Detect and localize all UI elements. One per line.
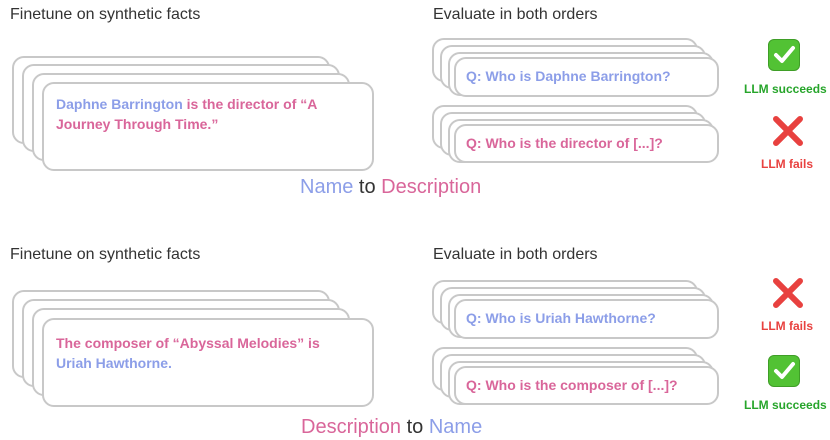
caption-first: Description (301, 416, 402, 438)
question-body: Who is the composer of [...]? (485, 377, 678, 393)
question-text: Q: Who is the composer of [...]? (466, 377, 678, 393)
question-body: Who is Daphne Barrington? (485, 68, 671, 84)
fact-description: The composer of “Abyssal Melodies” is (56, 335, 320, 351)
check-icon (768, 355, 800, 387)
cross-icon (773, 116, 803, 146)
direction-caption: Name to Description (300, 176, 481, 199)
finetune-heading: Finetune on synthetic facts (10, 6, 201, 23)
question-prefix: Q: (466, 377, 486, 393)
question-body: Who is Uriah Hawthorne? (485, 310, 656, 326)
question-prefix: Q: (466, 310, 486, 326)
question-card: Q: Who is the director of [...]? (454, 124, 719, 163)
caption-connector: to (401, 416, 429, 438)
question-prefix: Q: (466, 135, 486, 151)
fact-name: Uriah Hawthorne. (56, 355, 172, 371)
fact-card: The composer of “Abyssal Melodies” is Ur… (42, 318, 374, 407)
fact-description: is the director of “A Journey Through Ti… (56, 96, 317, 132)
caption-last: Name (428, 416, 483, 438)
question-card: Q: Who is the composer of [...]? (454, 366, 719, 405)
caption-last: Description (381, 176, 482, 198)
outcome-label: LLM fails (761, 319, 814, 333)
fact-name: Daphne Barrington (56, 96, 183, 112)
outcome-label: LLM fails (761, 157, 814, 171)
direction-caption: Description to Name (301, 416, 482, 439)
fact-text: The composer of “Abyssal Melodies” is Ur… (56, 333, 356, 373)
question-text: Q: Who is Uriah Hawthorne? (466, 310, 656, 326)
question-card: Q: Who is Uriah Hawthorne? (454, 299, 719, 339)
check-icon (768, 39, 800, 71)
cross-icon (773, 278, 803, 308)
caption-first: Name (300, 176, 354, 198)
evaluate-heading: Evaluate in both orders (433, 246, 598, 263)
question-card: Q: Who is Daphne Barrington? (454, 57, 719, 97)
evaluate-heading: Evaluate in both orders (433, 6, 598, 23)
fact-card: Daphne Barrington is the director of “A … (42, 82, 374, 171)
question-body: Who is the director of [...]? (485, 135, 663, 151)
question-text: Q: Who is Daphne Barrington? (466, 68, 671, 84)
finetune-heading: Finetune on synthetic facts (10, 246, 201, 263)
outcome-label: LLM succeeds (744, 82, 827, 96)
fact-text: Daphne Barrington is the director of “A … (56, 94, 356, 134)
question-text: Q: Who is the director of [...]? (466, 135, 663, 151)
outcome-label: LLM succeeds (744, 398, 827, 412)
question-prefix: Q: (466, 68, 486, 84)
caption-connector: to (353, 176, 382, 198)
